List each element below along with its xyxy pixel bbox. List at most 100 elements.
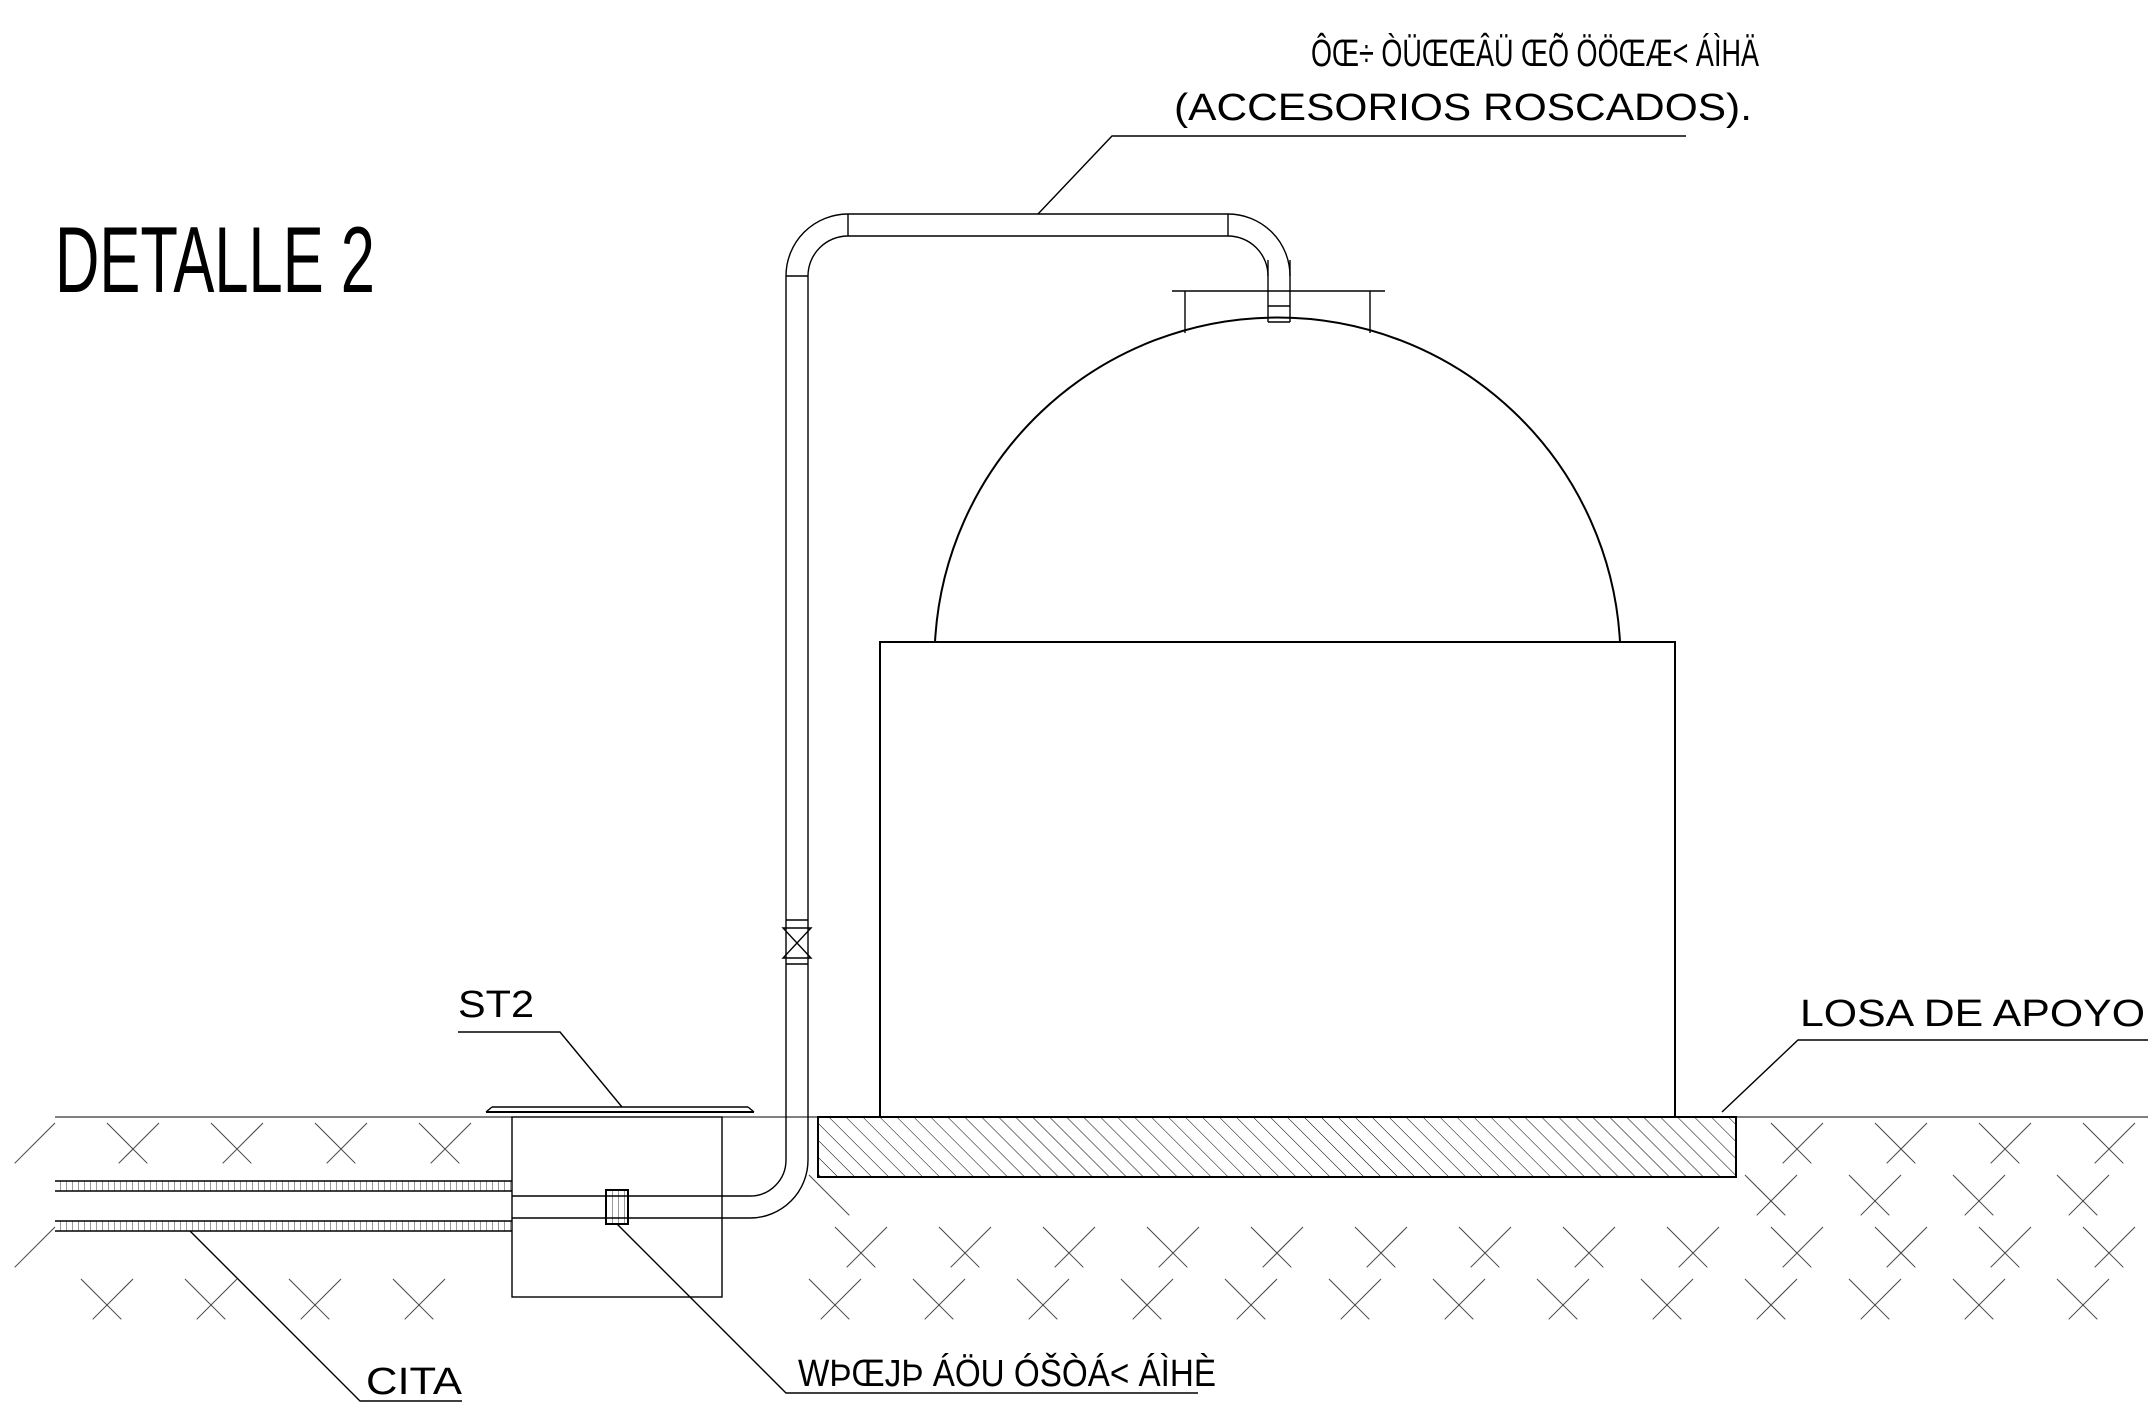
cita-label: CITA bbox=[366, 1361, 463, 1403]
soil-hatch-stroke bbox=[1848, 1278, 1890, 1320]
soil-hatch-stroke bbox=[1042, 1226, 1084, 1268]
soil-hatch-stroke bbox=[392, 1278, 434, 1320]
soil-hatch-stroke bbox=[288, 1278, 330, 1320]
soil-hatch-stroke bbox=[1132, 1278, 1174, 1320]
soil-hatch-stroke bbox=[808, 1278, 850, 1320]
soil-hatch-stroke bbox=[1236, 1278, 1278, 1320]
soil-hatch-stroke bbox=[1158, 1226, 1200, 1268]
soil-hatch-stroke bbox=[196, 1278, 238, 1320]
soil-hatch-stroke bbox=[314, 1122, 356, 1164]
soil-hatch-stroke bbox=[1224, 1278, 1266, 1320]
soil-hatch-stroke bbox=[1432, 1278, 1474, 1320]
soil-hatch-stroke bbox=[1964, 1174, 2006, 1216]
soil-hatch-stroke bbox=[184, 1278, 226, 1320]
soil-hatch-stroke bbox=[1874, 1226, 1916, 1268]
soil-hatch-stroke bbox=[1964, 1278, 2006, 1320]
soil-hatch-stroke bbox=[1860, 1174, 1902, 1216]
soil-hatch-stroke bbox=[14, 1226, 56, 1268]
soil-hatch-stroke bbox=[1952, 1278, 1994, 1320]
soil-hatch-stroke bbox=[1666, 1226, 1708, 1268]
soil-hatch-stroke bbox=[1536, 1278, 1578, 1320]
support-slab bbox=[817, 1116, 1737, 1178]
soil-hatch-stroke bbox=[222, 1122, 264, 1164]
gate-valve bbox=[781, 927, 813, 959]
soil-hatch-stroke bbox=[210, 1122, 252, 1164]
soil-hatch-stroke bbox=[1652, 1278, 1694, 1320]
soil-hatch-stroke bbox=[808, 1174, 850, 1216]
soil-hatch-stroke bbox=[1054, 1226, 1096, 1268]
soil-hatch-stroke bbox=[1574, 1226, 1616, 1268]
soil-hatch-stroke bbox=[1990, 1122, 2032, 1164]
soil-hatch-stroke bbox=[2056, 1278, 2098, 1320]
soil-hatch-stroke bbox=[1770, 1226, 1812, 1268]
soil-hatch-stroke bbox=[1886, 1226, 1928, 1268]
soil-hatch-stroke bbox=[1016, 1278, 1058, 1320]
soil-hatch-stroke bbox=[2068, 1174, 2110, 1216]
soil-hatch-stroke bbox=[2082, 1226, 2124, 1268]
losa-label: LOSA DE APOYO bbox=[1800, 993, 2145, 1035]
soil-hatch-stroke bbox=[1354, 1226, 1396, 1268]
soil-hatch-stroke bbox=[300, 1278, 342, 1320]
soil-hatch-stroke bbox=[1340, 1278, 1382, 1320]
soil-hatch-stroke bbox=[1548, 1278, 1590, 1320]
soil-hatch-stroke bbox=[2056, 1174, 2098, 1216]
top-label-line2: (ACCESORIOS ROSCADOS). bbox=[1174, 87, 1752, 129]
soil-hatch-stroke bbox=[1952, 1174, 1994, 1216]
soil-hatch-stroke bbox=[950, 1226, 992, 1268]
soil-hatch-stroke bbox=[1978, 1226, 2020, 1268]
soil-hatch-stroke bbox=[1458, 1226, 1500, 1268]
soil-hatch-stroke bbox=[834, 1226, 876, 1268]
soil-hatch-stroke bbox=[1756, 1278, 1798, 1320]
ground-soil bbox=[14, 1116, 2148, 1320]
soil-hatch-stroke bbox=[1782, 1226, 1824, 1268]
soil-hatch-stroke bbox=[430, 1122, 472, 1164]
soil-hatch-stroke bbox=[938, 1226, 980, 1268]
soil-hatch-stroke bbox=[1640, 1278, 1682, 1320]
soil-hatch-stroke bbox=[1562, 1226, 1604, 1268]
soil-hatch-stroke bbox=[1978, 1122, 2020, 1164]
soil-hatch-stroke bbox=[1444, 1278, 1486, 1320]
soil-hatch-stroke bbox=[846, 1226, 888, 1268]
soil-hatch-stroke bbox=[106, 1122, 148, 1164]
st2-label: ST2 bbox=[458, 984, 534, 1026]
soil-hatch-stroke bbox=[1028, 1278, 1070, 1320]
soil-hatch-stroke bbox=[1744, 1278, 1786, 1320]
soil-hatch-stroke bbox=[1146, 1226, 1188, 1268]
soil-hatch-stroke bbox=[2094, 1226, 2136, 1268]
leader-lines bbox=[189, 135, 2148, 1402]
soil-hatch-stroke bbox=[404, 1278, 446, 1320]
soil-hatch-stroke bbox=[1120, 1278, 1162, 1320]
soil-hatch-stroke bbox=[1990, 1226, 2032, 1268]
soil-hatch-stroke bbox=[2068, 1278, 2110, 1320]
top-label-line1: ÔŒ÷ ÒÜŒŒÂÜ ŒÕ ÖÖŒÆ< ÁÌHÄ bbox=[1311, 31, 1759, 75]
soil-hatch-stroke bbox=[14, 1122, 56, 1164]
soil-hatch-stroke bbox=[1744, 1174, 1786, 1216]
sump-box-st2 bbox=[485, 1106, 755, 1298]
soil-hatch-stroke bbox=[1678, 1226, 1720, 1268]
bottom-label: WÞŒJÞ ÁÖU ÓŠÒÁ< ÁÌHÈ bbox=[798, 1351, 1216, 1395]
soil-hatch-stroke bbox=[1848, 1174, 1890, 1216]
soil-hatch-stroke bbox=[1860, 1278, 1902, 1320]
soil-hatch-stroke bbox=[1470, 1226, 1512, 1268]
detail-title: DETALLE 2 bbox=[55, 207, 375, 312]
soil-hatch-stroke bbox=[1250, 1226, 1292, 1268]
soil-hatch-stroke bbox=[92, 1278, 134, 1320]
soil-hatch-stroke bbox=[912, 1278, 954, 1320]
soil-hatch-stroke bbox=[924, 1278, 966, 1320]
soil-hatch-stroke bbox=[80, 1278, 122, 1320]
soil-hatch-stroke bbox=[1366, 1226, 1408, 1268]
drain-pipes bbox=[55, 1180, 750, 1232]
water-tank bbox=[879, 290, 1676, 1118]
soil-hatch-stroke bbox=[1874, 1122, 1916, 1164]
soil-hatch-stroke bbox=[1262, 1226, 1304, 1268]
soil-hatch-stroke bbox=[1886, 1122, 1928, 1164]
soil-hatch-stroke bbox=[1756, 1174, 1798, 1216]
soil-hatch-stroke bbox=[1328, 1278, 1370, 1320]
soil-hatch-stroke bbox=[1782, 1122, 1824, 1164]
soil-hatch-stroke bbox=[326, 1122, 368, 1164]
soil-hatch-stroke bbox=[418, 1122, 460, 1164]
soil-hatch-stroke bbox=[2082, 1122, 2124, 1164]
soil-hatch-stroke bbox=[118, 1122, 160, 1164]
soil-hatch-stroke bbox=[2094, 1122, 2136, 1164]
